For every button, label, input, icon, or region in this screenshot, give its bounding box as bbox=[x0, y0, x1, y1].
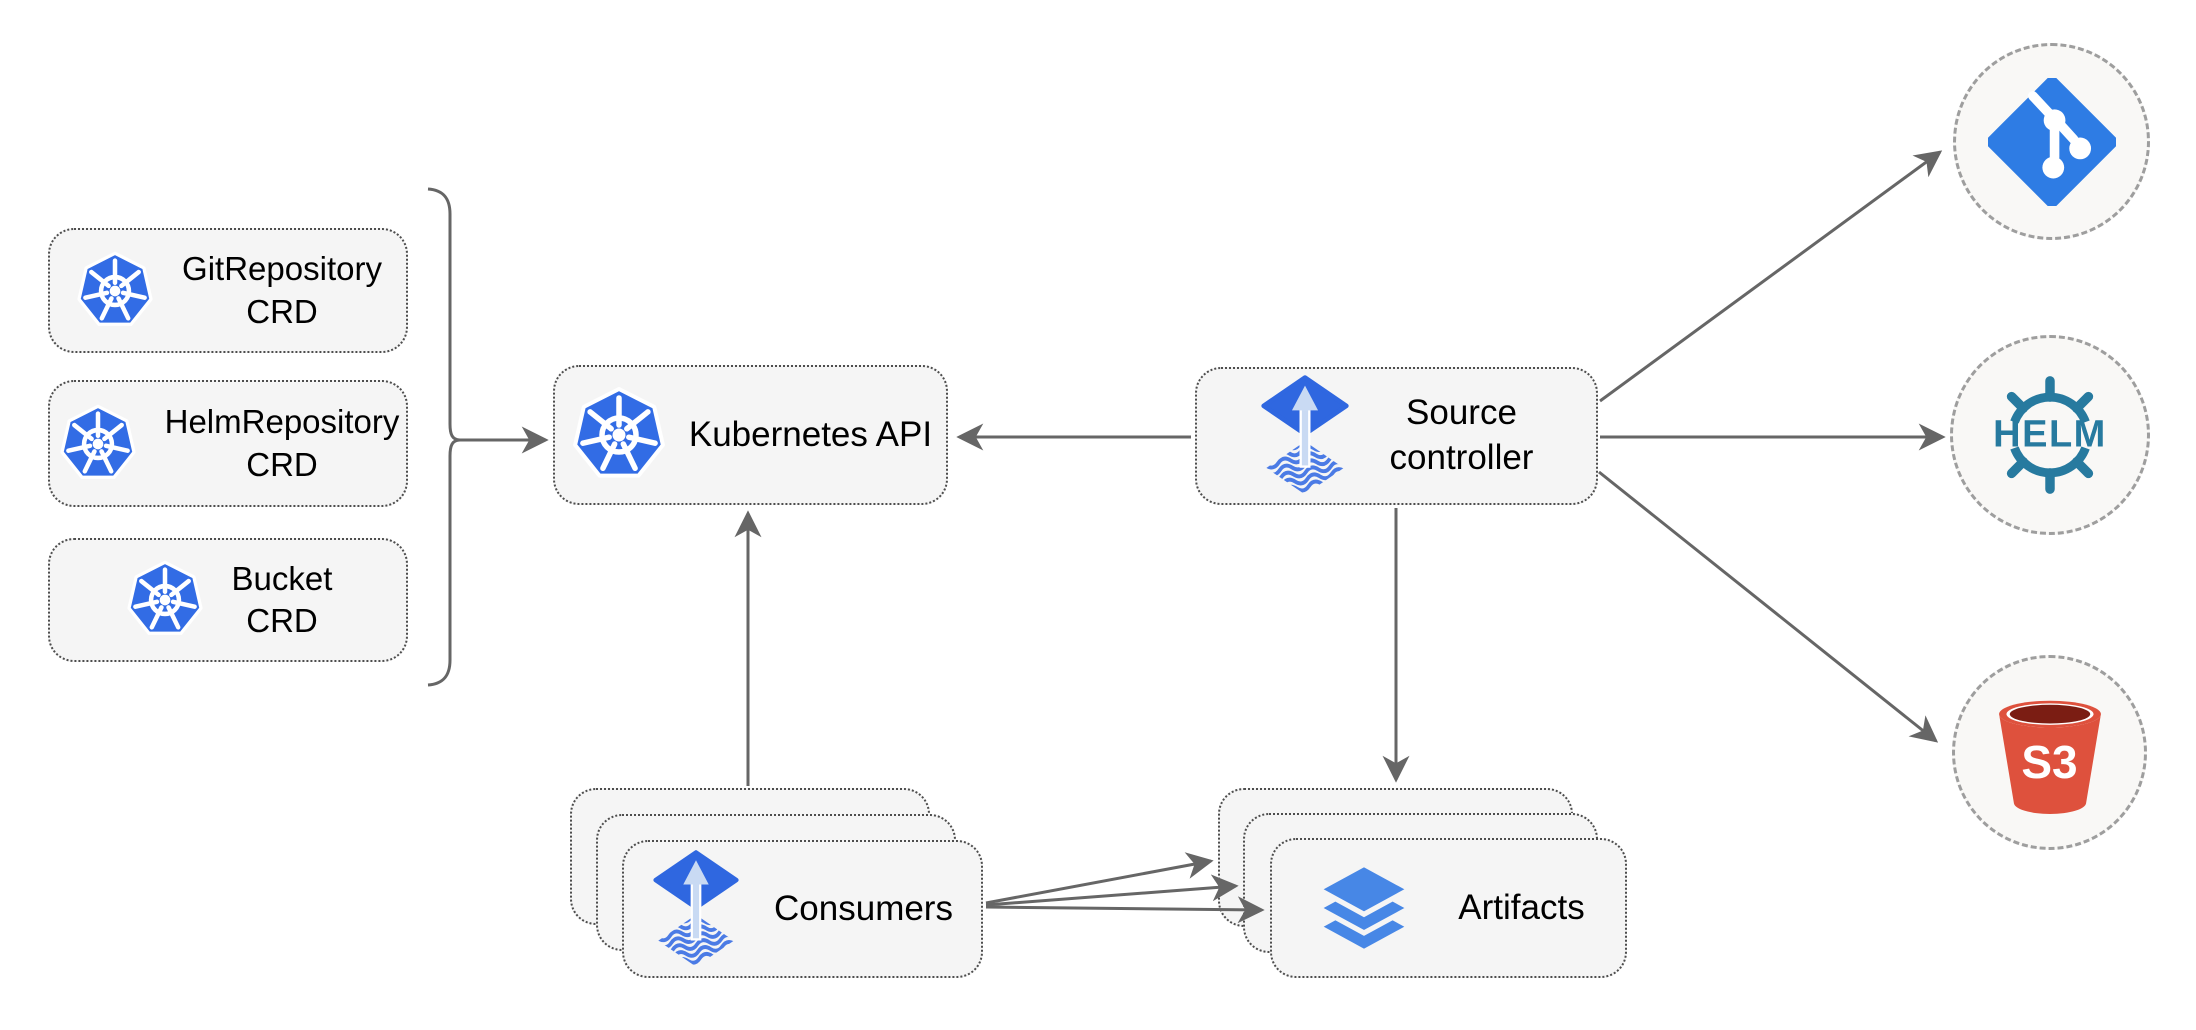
layers-icon bbox=[1312, 856, 1416, 960]
node-label: Kubernetes API bbox=[688, 414, 933, 454]
arrow-consumers-to-artifacts-1 bbox=[985, 852, 1214, 905]
crd-group-brace bbox=[427, 187, 461, 687]
node-label: Artifacts bbox=[1458, 887, 1585, 927]
flux-source-controller-icon bbox=[652, 848, 740, 971]
external-s3-circle: S3 bbox=[1952, 655, 2147, 850]
node-kubernetes-api: Kubernetes API bbox=[553, 365, 948, 505]
arrow-source-controller-to-s3 bbox=[1598, 470, 1939, 743]
kubernetes-icon bbox=[57, 403, 139, 485]
kubernetes-icon bbox=[569, 385, 669, 485]
git-icon bbox=[1988, 78, 2116, 206]
kubernetes-icon bbox=[74, 250, 156, 332]
node-label: Consumers bbox=[774, 888, 953, 928]
external-helm-circle: HELM bbox=[1950, 335, 2150, 535]
kubernetes-icon bbox=[124, 559, 206, 641]
s3-label: S3 bbox=[2021, 735, 2078, 788]
helm-label: HELM bbox=[1993, 413, 2107, 456]
arrow-source-controller-to-git bbox=[1599, 150, 1943, 403]
node-consumers: Consumers bbox=[622, 840, 983, 978]
external-git-circle bbox=[1953, 43, 2150, 240]
node-artifacts: Artifacts bbox=[1270, 838, 1627, 978]
flux-source-controller-icon bbox=[1260, 373, 1350, 499]
arrow-consumers-to-artifacts-2 bbox=[985, 874, 1239, 907]
